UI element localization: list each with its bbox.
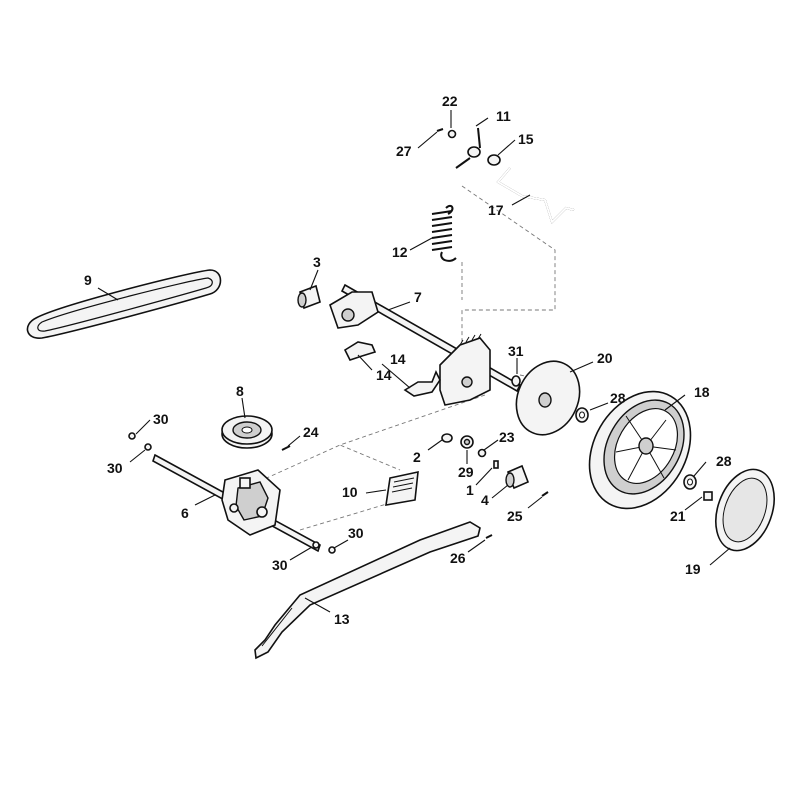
- drive-belt: [26, 269, 222, 339]
- callout-24: 24: [303, 424, 319, 440]
- clip-lower: [403, 370, 441, 397]
- callout-11: 11: [496, 108, 511, 124]
- ring-23: [477, 448, 487, 458]
- callout-6: 6: [181, 505, 189, 521]
- pin-1: [493, 460, 499, 469]
- clip-upper: [343, 341, 377, 361]
- washer-15: [487, 154, 501, 166]
- pin-26: [485, 534, 493, 539]
- bearing-outer: [683, 474, 697, 490]
- callout-1: 1: [466, 482, 474, 498]
- callout-28-outer: 28: [716, 453, 732, 469]
- callout-9: 9: [84, 272, 92, 288]
- leader-lines: [97, 110, 731, 613]
- callout-30-c: 30: [348, 525, 364, 541]
- callout-22: 22: [442, 93, 458, 109]
- callout-27: 27: [396, 143, 412, 159]
- pin-24: [281, 445, 291, 451]
- hub-cap: [715, 468, 775, 552]
- pin-27: [436, 128, 444, 132]
- washer-31: [511, 375, 521, 387]
- washer-2: [441, 433, 453, 443]
- callout-17: 17: [488, 202, 504, 218]
- callout-30-b: 30: [107, 460, 123, 476]
- torsion-spring: [455, 127, 481, 169]
- ring-30-d: [328, 546, 336, 554]
- clip-25: [541, 491, 549, 497]
- callout-labels: 22 11 27 15 17 12 3 7 9 14 14 31 20 18 2…: [84, 93, 732, 627]
- ring-30-c: [312, 541, 320, 549]
- callout-7: 7: [414, 289, 422, 305]
- wheel-disc: [515, 360, 581, 436]
- ring-30-b: [144, 443, 152, 451]
- ring-30-a: [128, 432, 136, 440]
- callout-23: 23: [499, 429, 515, 445]
- pulley: [221, 415, 273, 449]
- tension-spring: [431, 204, 457, 262]
- callout-14-lower: 14: [376, 367, 392, 383]
- callout-30-a: 30: [153, 411, 169, 427]
- callout-31: 31: [508, 343, 524, 359]
- gear-4: [505, 464, 530, 490]
- callout-15: 15: [518, 131, 534, 147]
- callout-19: 19: [685, 561, 701, 577]
- callout-26: 26: [450, 550, 466, 566]
- callout-10: 10: [342, 484, 358, 500]
- callout-13: 13: [334, 611, 350, 627]
- callout-25: 25: [507, 508, 523, 524]
- lever-shaft-assembly: [329, 283, 522, 406]
- callout-21: 21: [670, 508, 686, 524]
- bolt-21: [703, 491, 713, 501]
- callout-20: 20: [597, 350, 613, 366]
- callout-14-upper: 14: [390, 351, 406, 367]
- callout-30-d: 30: [272, 557, 288, 573]
- callout-28-inner: 28: [610, 390, 626, 406]
- callout-3: 3: [313, 254, 321, 270]
- callout-12: 12: [392, 244, 408, 260]
- nut-29: [460, 435, 474, 449]
- bushing: [297, 284, 321, 310]
- wire-rod: [496, 167, 575, 224]
- callout-18: 18: [694, 384, 710, 400]
- bearing-inner: [575, 407, 589, 423]
- callout-29: 29: [458, 464, 474, 480]
- ring-22: [447, 129, 457, 139]
- callout-4: 4: [481, 492, 489, 508]
- callout-2: 2: [413, 449, 421, 465]
- gearbox-axle: [152, 453, 321, 553]
- wheel: [588, 390, 692, 510]
- bracket-plate: [385, 470, 419, 506]
- handle-bar: [254, 521, 481, 660]
- callout-8: 8: [236, 383, 244, 399]
